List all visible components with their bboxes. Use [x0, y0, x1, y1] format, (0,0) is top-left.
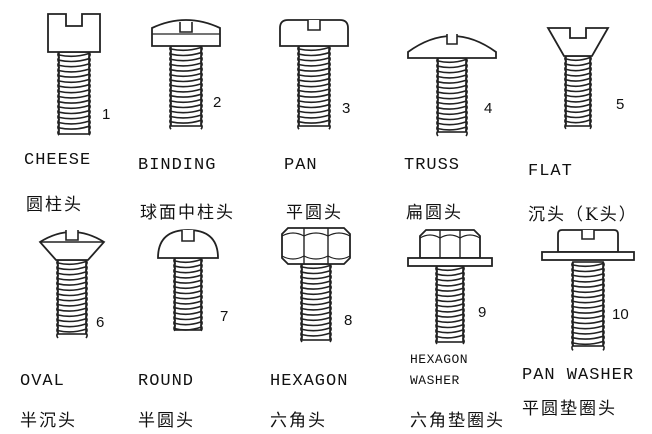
screw-cheese [47, 13, 101, 136]
screw-binding [151, 19, 221, 130]
screw-number-3: 3 [342, 100, 351, 117]
label-cn-oval: 半沉头 [20, 411, 77, 431]
screw-number-2: 2 [213, 94, 222, 111]
label-cn-hexagon: 六角头 [270, 411, 327, 431]
label-pan: PAN [284, 156, 318, 175]
label-cn-flat: 沉头（K头） [528, 205, 638, 225]
screw-number-10: 10 [612, 306, 629, 323]
label-cn-pan: 平圆头 [286, 203, 343, 223]
screw-pan [279, 19, 349, 130]
screw-number-9: 9 [478, 304, 487, 321]
screw-number-5: 5 [616, 96, 625, 113]
screw-number-7: 7 [220, 308, 229, 325]
label-cheese: CHEESE [24, 151, 92, 170]
label-hexagon-washer-line2: WASHER [410, 373, 460, 388]
screw-number-8: 8 [344, 312, 353, 329]
screw-round [157, 229, 219, 332]
label-cn-panwasher: 平圆垫圈头 [522, 399, 617, 419]
label-hexagon: HEXAGON [270, 372, 349, 391]
label-truss: TRUSS [404, 156, 461, 175]
label-round: ROUND [138, 372, 195, 391]
label-pan-washer: PAN WASHER [522, 366, 635, 385]
label-cn-hexwasher: 六角垫圈头 [410, 411, 505, 431]
screw-number-6: 6 [96, 314, 105, 331]
screw-number-4: 4 [484, 100, 493, 117]
label-flat: FLAT [528, 162, 573, 181]
screw-flat [546, 27, 610, 130]
label-oval: OVAL [20, 372, 65, 391]
screw-hexagon [281, 227, 351, 343]
screw-truss [407, 34, 497, 137]
label-cn-round: 半圆头 [138, 411, 195, 431]
screw-panwasher [541, 229, 635, 351]
screw-hexwasher [407, 229, 493, 345]
label-hexagon-washer-line1: HEXAGON [410, 352, 469, 367]
screw-number-1: 1 [102, 106, 111, 123]
label-cn-truss: 扁圆头 [406, 203, 463, 223]
label-cn-binding: 球面中柱头 [140, 203, 235, 223]
label-binding: BINDING [138, 156, 217, 175]
label-cn-cheese: 圆柱头 [26, 195, 83, 215]
screw-oval [38, 230, 106, 339]
